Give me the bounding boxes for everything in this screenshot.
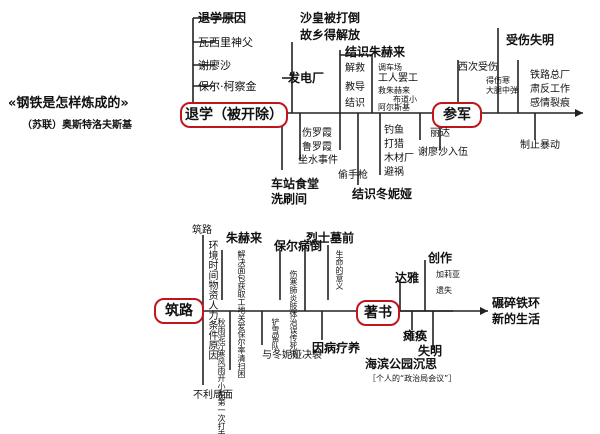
label-chuangzuo: 创作: [428, 251, 453, 265]
label-datui: 大腿中弹: [486, 86, 518, 95]
label-shangluoxia: 伤罗霞: [302, 128, 332, 139]
label-jiejue: 解决面包获取工地关爱保尔率清扫困: [237, 250, 246, 378]
label-daya: 达雅: [395, 271, 420, 285]
label-lieshi: 烈士墓前: [306, 231, 355, 245]
label-fadianchang: 发电厂: [288, 71, 325, 85]
label-zhizhi: 制止暴动: [520, 140, 560, 151]
label-waxili: 瓦西里神父: [198, 36, 253, 49]
label-zhulu-top: 筑路: [192, 225, 212, 236]
label-tielu: 铁路总厂: [530, 70, 570, 81]
label-baoer-bingdao: 保尔病倒: [274, 239, 323, 253]
label-lida: 丽达: [430, 128, 450, 139]
label-diaoyu: 钓鱼: [384, 125, 404, 136]
label-luluoxia: 鲁罗霞: [302, 142, 332, 153]
label-dalie: 打猎: [384, 139, 404, 150]
label-baoer: 保尔·柯察金: [198, 80, 257, 93]
label-buli: 不利局面: [193, 390, 233, 401]
label-ganqing: 感情裂痕: [530, 98, 570, 109]
label-zuoshui: 坐水事件: [298, 155, 338, 166]
label-sufan: 肃反工作: [530, 84, 570, 95]
label-qiuyu: 秋雨泥泞寒风雨开小差第一次打击物资缺乏旧帮我击伤寒肆虐: [217, 318, 226, 434]
node-tuixue: 退学（被开除）: [180, 102, 288, 128]
node-canjun: 参军: [432, 102, 482, 128]
label-aersiji: 阿尔斯基: [378, 103, 410, 112]
label-tuixue-yuanyin: 退学原因: [198, 11, 247, 25]
label-budao: 布道小: [393, 95, 417, 104]
label-zhuhelai: 朱赫来: [226, 231, 263, 245]
label-shoushang: 受伤失明: [506, 33, 555, 47]
label-xishuajian: 洗刷间: [271, 192, 308, 206]
label-shiming: 失明: [418, 344, 443, 358]
label-toushouqiang: 偷手枪: [338, 170, 368, 181]
label-jieshi-zhuhelai: 结识朱赫来: [345, 45, 406, 59]
label-jiaodao: 教导: [345, 82, 365, 93]
label-tanhuan: 瘫痪: [403, 329, 428, 343]
label-jiejiu: 解救: [345, 63, 365, 74]
label-jieshi: 结识: [345, 98, 365, 109]
label-huanjing: 环境时间物资人力条件原因: [206, 240, 217, 360]
label-mucai: 木材厂: [384, 153, 414, 164]
label-deshanghan: 得伤寒: [486, 76, 510, 85]
label-xici: 西次受伤: [458, 62, 498, 73]
label-yishi: 遗失: [436, 286, 452, 295]
label-xieliaosha-ruwu: 谢廖沙入伍: [418, 147, 468, 158]
label-jiuzhuhelai: 救朱赫来: [378, 86, 410, 95]
label-geren: ［个人的“政治局会议”］: [368, 374, 457, 383]
label-diaochechang: 调车场: [378, 63, 402, 72]
label-jieshi-dongniya: 结识冬妮娅: [352, 187, 413, 201]
label-haibin: 海滨公园沉思: [365, 357, 438, 371]
label-shahuang: 沙皇被打倒: [300, 11, 361, 25]
label-bihuo: 避祸: [384, 167, 404, 178]
label-xinshenghuo: 新的生活: [492, 312, 541, 326]
label-jialiya: 加莉亚: [436, 270, 460, 279]
node-zhulu: 筑路: [154, 298, 204, 324]
label-guxiang: 故乡得解放: [300, 28, 361, 42]
label-niansui: 碾碎铁环: [492, 296, 541, 310]
book-title: «钢铁是怎样炼成的»: [8, 96, 129, 111]
label-shanghan: 伤寒肺炎肢体治误传死讯: [289, 270, 298, 358]
label-shengming: 生命的意义: [335, 250, 344, 290]
book-author: （苏联）奥斯特洛夫斯基: [22, 120, 132, 131]
label-dongniya-juelie: 与冬妮娅决裂: [262, 350, 322, 361]
label-chezhan: 车站食堂: [271, 177, 320, 191]
node-zhushu: 著书: [356, 300, 400, 326]
label-xieliaosha: 谢廖沙: [198, 59, 231, 72]
label-yinbing: 因病疗养: [312, 341, 361, 355]
label-gongren: 工人罢工: [378, 73, 418, 84]
label-chanxue: 铲雪留队: [271, 318, 280, 350]
